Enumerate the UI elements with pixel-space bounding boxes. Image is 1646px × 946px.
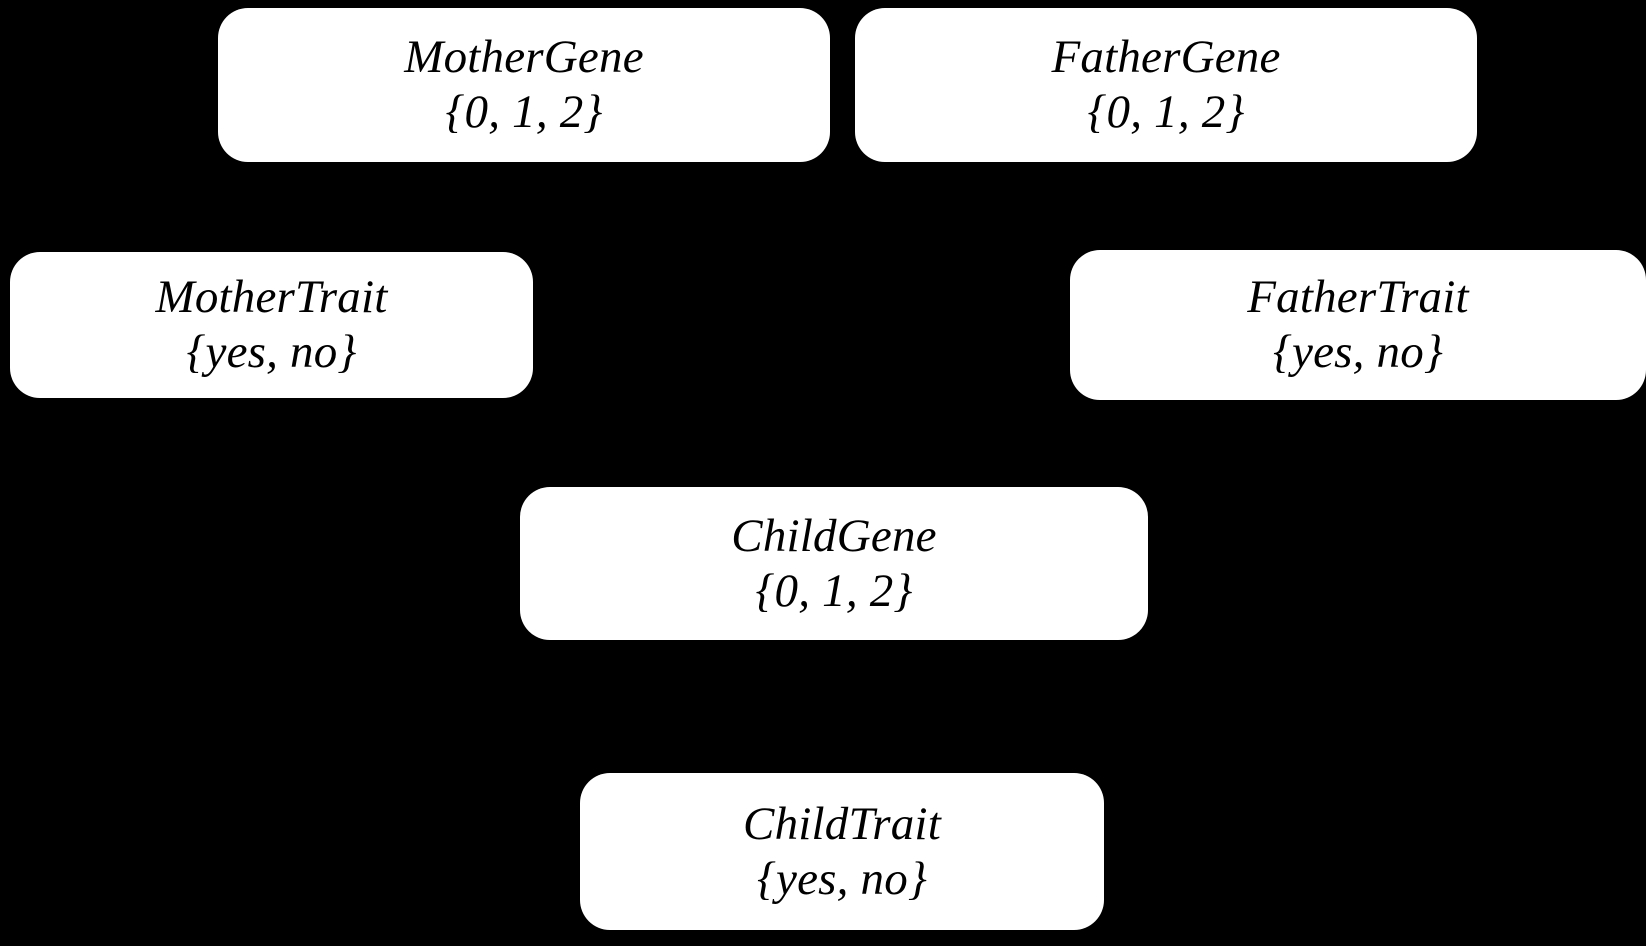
node-father-trait-label: FatherTrait (1247, 271, 1469, 324)
node-father-trait[interactable]: FatherTrait {yes, no} (1070, 250, 1646, 400)
node-father-gene[interactable]: FatherGene {0, 1, 2} (855, 8, 1477, 162)
node-father-gene-label: FatherGene (1051, 31, 1281, 84)
node-mother-trait[interactable]: MotherTrait {yes, no} (10, 252, 533, 398)
node-child-trait-domain: {yes, no} (757, 852, 927, 905)
node-mother-gene-label: MotherGene (404, 31, 644, 84)
node-child-trait-label: ChildTrait (743, 797, 941, 850)
node-mother-gene[interactable]: MotherGene {0, 1, 2} (218, 8, 830, 162)
node-mother-trait-label: MotherTrait (155, 271, 388, 324)
node-father-gene-domain: {0, 1, 2} (1087, 86, 1245, 138)
node-child-gene-label: ChildGene (731, 509, 937, 562)
node-child-gene-domain: {0, 1, 2} (755, 564, 913, 617)
node-father-trait-domain: {yes, no} (1273, 326, 1443, 378)
node-mother-trait-domain: {yes, no} (186, 326, 357, 378)
node-child-trait[interactable]: ChildTrait {yes, no} (580, 773, 1104, 930)
node-mother-gene-domain: {0, 1, 2} (445, 86, 603, 138)
node-child-gene[interactable]: ChildGene {0, 1, 2} (520, 487, 1148, 640)
